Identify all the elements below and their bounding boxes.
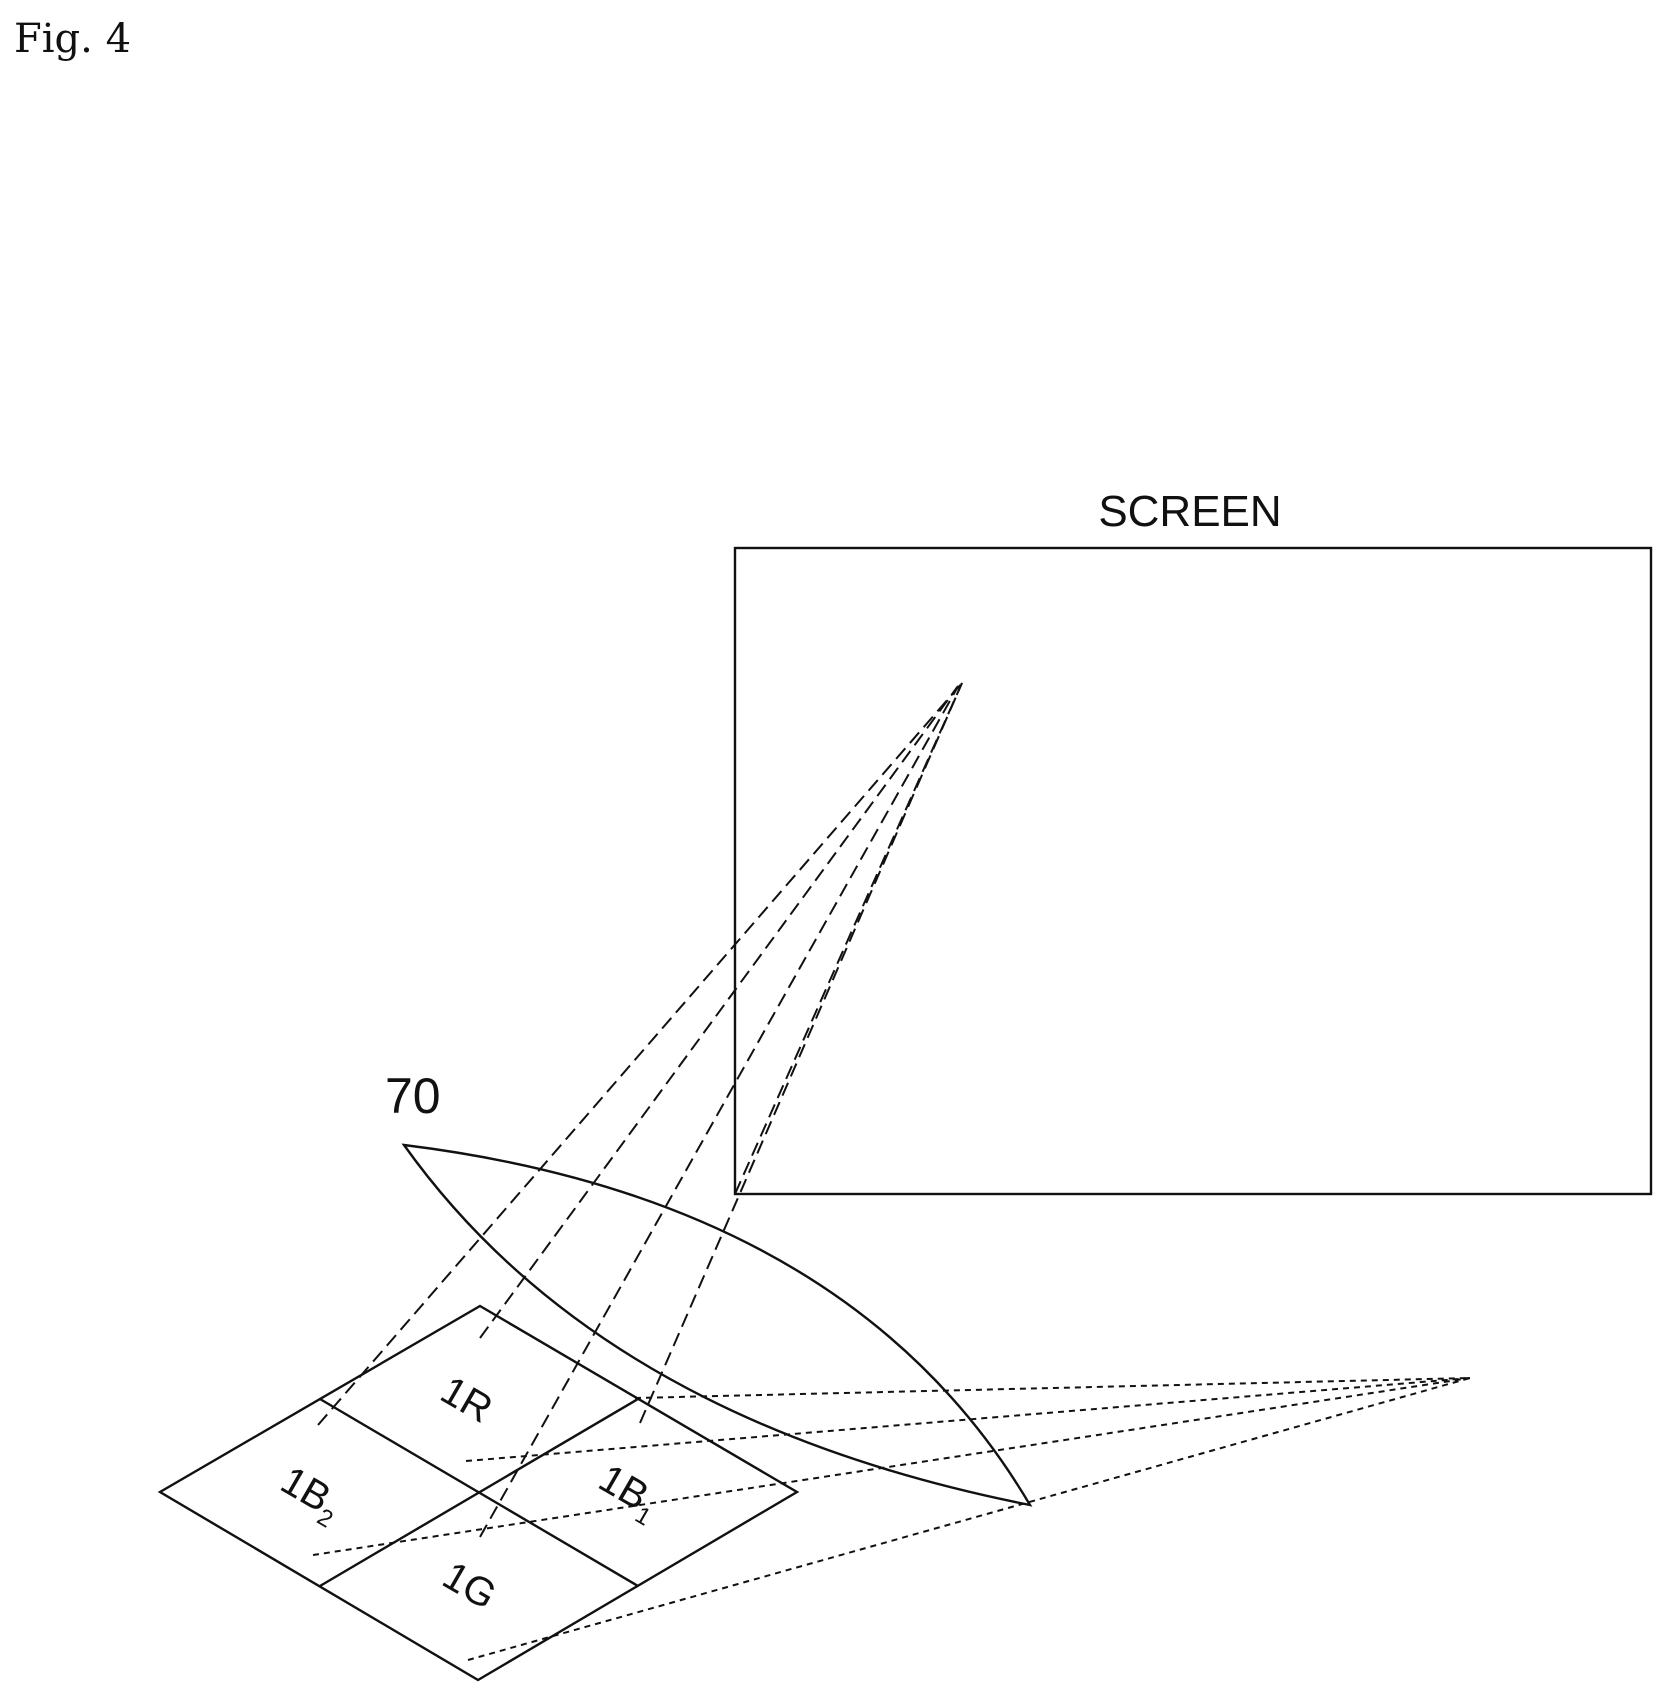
cell-label-1B2: 1B2 — [270, 1458, 349, 1533]
cell-label-1R: 1R — [433, 1368, 499, 1432]
ray-upper-1 — [318, 683, 962, 1425]
rays-to-lower-point — [313, 1378, 1470, 1660]
svg-text:1B1: 1B1 — [588, 1456, 667, 1531]
lens-label: 70 — [385, 1068, 441, 1124]
svg-text:1B2: 1B2 — [270, 1458, 349, 1533]
svg-text:1G: 1G — [435, 1553, 503, 1618]
panel — [160, 1306, 797, 1680]
figure-label: Fig. 4 — [14, 16, 131, 62]
cell-label-1G: 1G — [435, 1553, 503, 1618]
ray-lower-3 — [468, 1378, 1470, 1660]
cell-label-1B1: 1B1 — [588, 1456, 667, 1531]
screen-rect — [735, 548, 1651, 1194]
screen-label: SCREEN — [1098, 487, 1281, 536]
ray-upper-3 — [480, 690, 956, 1537]
lens-element — [404, 1145, 1030, 1505]
svg-text:1R: 1R — [433, 1368, 499, 1432]
ray-upper-5 — [735, 683, 962, 1194]
ray-upper-4 — [640, 683, 962, 1423]
